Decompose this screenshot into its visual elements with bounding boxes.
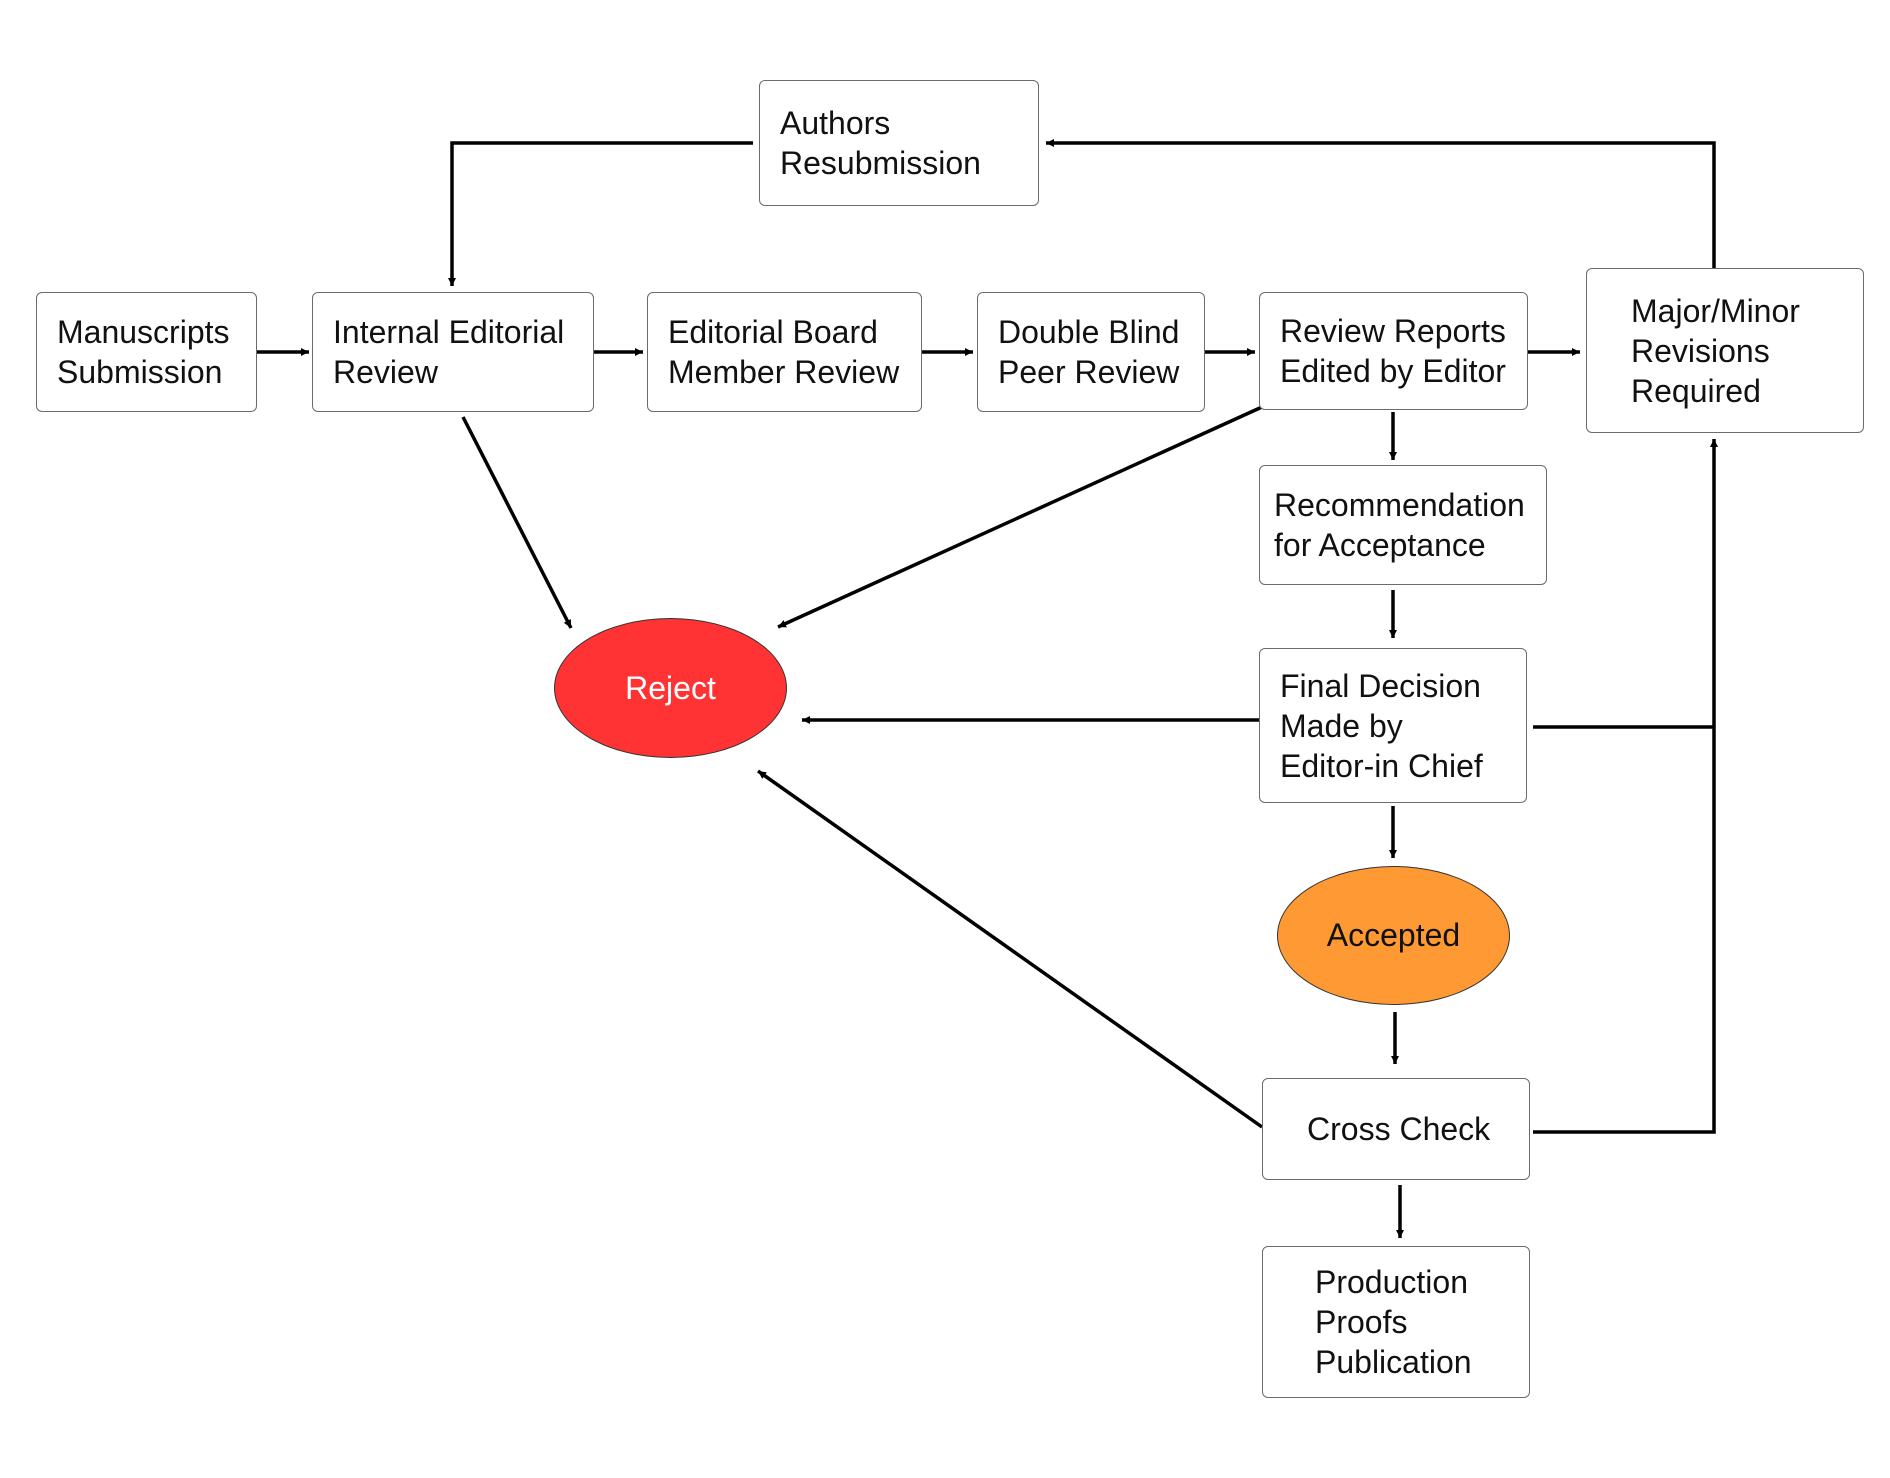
label-line: Submission xyxy=(57,354,223,390)
node-review-reports-edited: Review Reports Edited by Editor xyxy=(1259,292,1528,410)
accepted-label: Accepted xyxy=(1326,917,1461,953)
arrow-revisions-to-resubmission xyxy=(1046,139,1716,268)
node-authors-resubmission: Authors Resubmission xyxy=(759,80,1039,206)
node-manuscripts-submission: Manuscripts Submission xyxy=(36,292,257,412)
node-recommendation-acceptance: Recommendation for Acceptance xyxy=(1259,465,1547,585)
label-line: Production xyxy=(1315,1264,1468,1300)
label-line: Publication xyxy=(1315,1344,1472,1380)
label-line: Editorial Board xyxy=(668,314,878,350)
label-line: Final Decision xyxy=(1280,667,1481,704)
label-line: Member Review xyxy=(668,354,900,390)
label-line: Resubmission xyxy=(780,145,981,181)
label-line: Authors xyxy=(780,105,891,141)
label-line: Double Blind xyxy=(998,314,1180,350)
arrow-resubmission-to-internal xyxy=(448,141,753,286)
label-line: Internal Editorial xyxy=(333,314,565,350)
label-line: Manuscripts xyxy=(57,314,230,350)
label-line: Required xyxy=(1631,372,1761,409)
node-major-minor-revisions: Major/Minor Revisions Required xyxy=(1586,268,1864,433)
node-internal-editorial-review: Internal Editorial Review xyxy=(312,292,594,412)
label-line: Edited by Editor xyxy=(1280,353,1506,389)
label-line: Revisions xyxy=(1631,332,1770,369)
node-editorial-board-member-review: Editorial Board Member Review xyxy=(647,292,922,412)
label-line: Proofs xyxy=(1315,1304,1408,1340)
node-cross-check: Cross Check xyxy=(1262,1078,1530,1180)
label-line: Cross Check xyxy=(1307,1111,1491,1147)
label-line: Made by xyxy=(1280,707,1403,744)
arrow-internal-to-reject xyxy=(461,416,573,629)
label-line: Review xyxy=(333,354,438,390)
node-accepted: Accepted xyxy=(1277,866,1510,1005)
reject-label: Reject xyxy=(625,669,716,706)
label-line: for Acceptance xyxy=(1274,527,1486,563)
arrow-crosscheck-to-revisions xyxy=(1533,439,1718,1134)
arrow-reports-to-reject xyxy=(777,405,1263,629)
label-line: Review Reports xyxy=(1280,313,1506,349)
label-line: Editor-in Chief xyxy=(1280,747,1483,784)
node-double-blind-peer-review: Double Blind Peer Review xyxy=(977,292,1205,412)
node-final-decision: Final Decision Made by Editor-in Chief xyxy=(1259,648,1527,803)
label-line: Peer Review xyxy=(998,354,1180,390)
node-production: Production Proofs Publication xyxy=(1262,1246,1530,1398)
arrow-crosscheck-to-reject xyxy=(756,769,1264,1129)
label-line: Major/Minor xyxy=(1631,292,1800,329)
label-line: Recommendation xyxy=(1274,487,1525,523)
node-reject: Reject xyxy=(554,618,787,758)
